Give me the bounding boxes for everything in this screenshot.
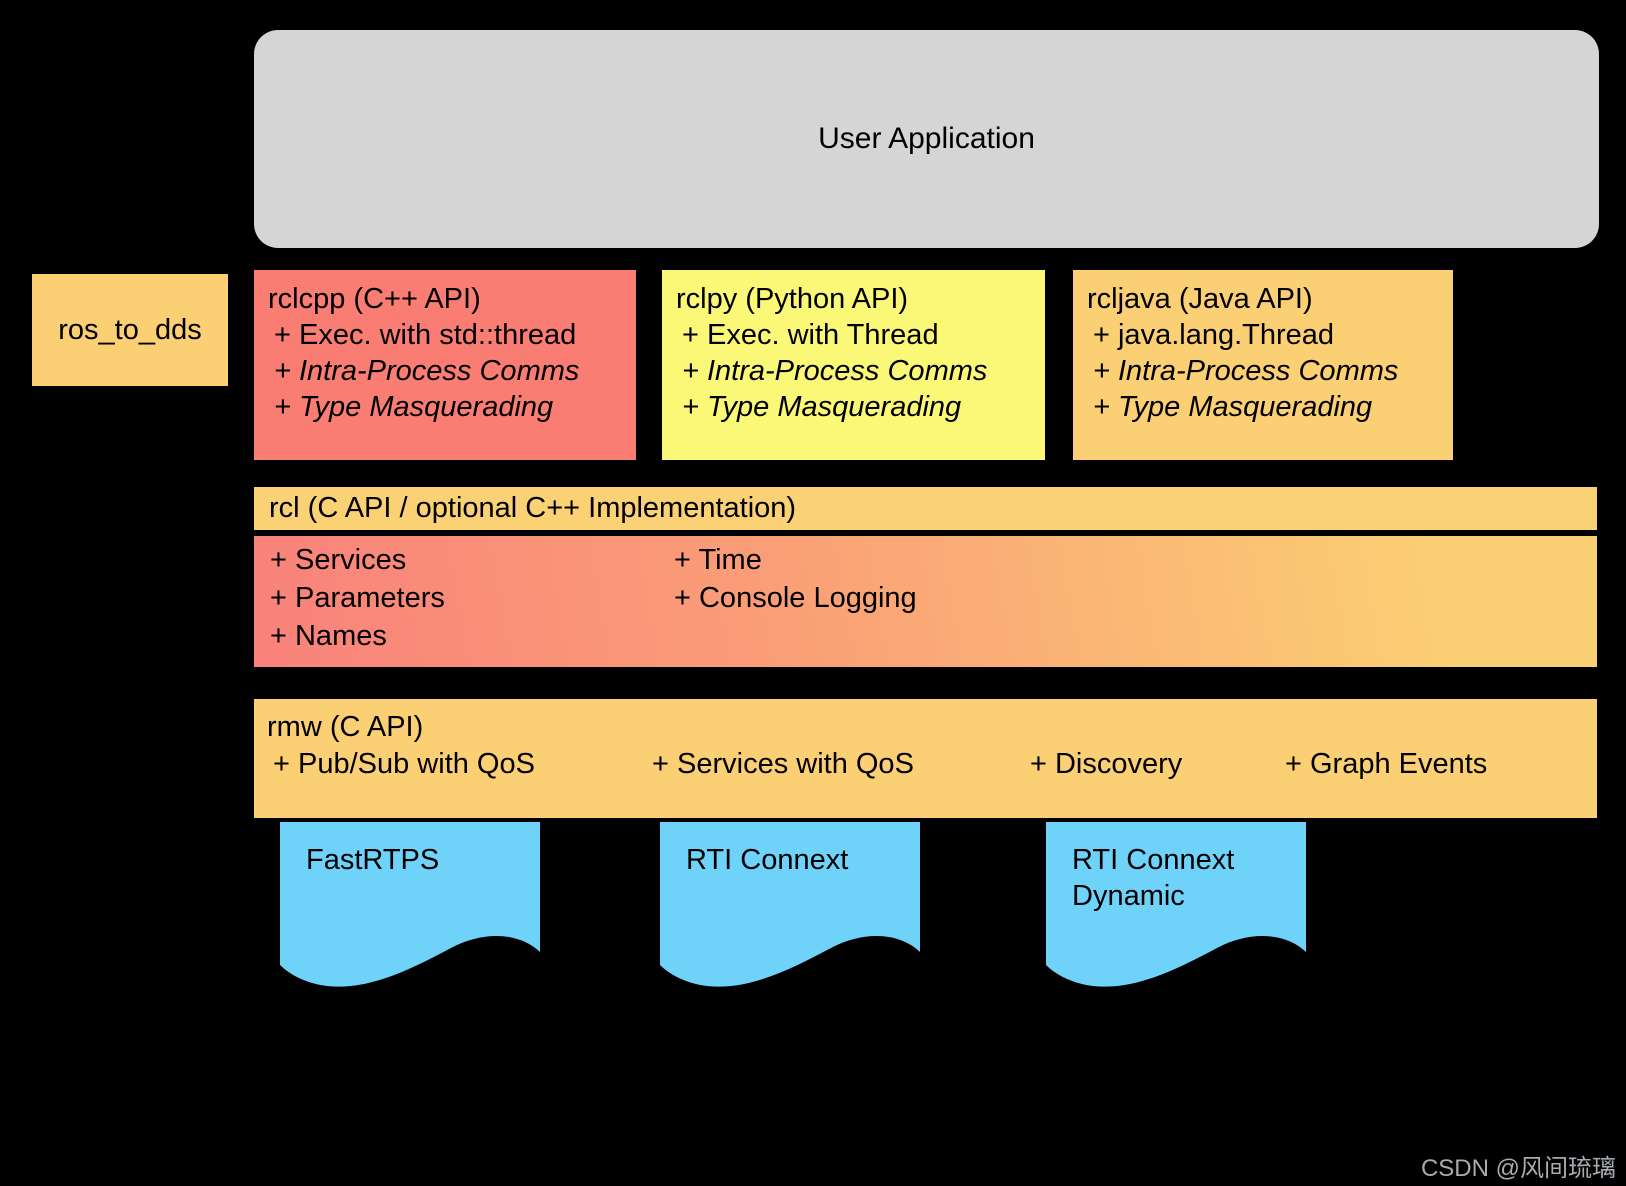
dds-label: FastRTPS bbox=[306, 844, 440, 876]
rclpy-item: + Intra-Process Comms bbox=[682, 355, 988, 387]
rclcpp-box: rclcpp (C++ API) + Exec. with std::threa… bbox=[254, 270, 636, 460]
rcl-item: + Parameters bbox=[270, 582, 445, 614]
rcl-header-bar: rcl (C API / optional C++ Implementation… bbox=[254, 487, 1597, 533]
rcl-item: + Console Logging bbox=[674, 582, 917, 614]
rmw-item: + Graph Events bbox=[1285, 748, 1488, 780]
rcljava-box: rcljava (Java API) + java.lang.Thread + … bbox=[1073, 270, 1453, 460]
rcl-item: + Services bbox=[270, 544, 407, 576]
rclcpp-item: + Intra-Process Comms bbox=[274, 355, 580, 387]
rmw-title: rmw (C API) bbox=[267, 711, 424, 743]
dds-label: RTI Connext Dynamic bbox=[1072, 844, 1235, 912]
rmw-item: + Pub/Sub with QoS bbox=[273, 748, 535, 780]
rmw-box: rmw (C API) + Pub/Sub with QoS + Service… bbox=[254, 699, 1597, 818]
rcljava-title: rcljava (Java API) bbox=[1087, 283, 1313, 315]
rclcpp-item: + Exec. with std::thread bbox=[274, 319, 577, 351]
dds-document-fastrtps: FastRTPS bbox=[280, 822, 540, 990]
rclcpp-title: rclcpp (C++ API) bbox=[268, 283, 481, 315]
rcljava-item: + Type Masquerading bbox=[1093, 391, 1373, 423]
dds-document-rti-connext-dynamic: RTI Connext Dynamic bbox=[1046, 822, 1306, 990]
rcl-item: + Time bbox=[674, 544, 762, 576]
user-application-label: User Application bbox=[818, 122, 1035, 155]
rclpy-box: rclpy (Python API) + Exec. with Thread +… bbox=[662, 270, 1045, 460]
user-application-box: User Application bbox=[254, 30, 1599, 248]
rcl-item: + Names bbox=[270, 620, 387, 652]
rmw-item: + Services with QoS bbox=[652, 748, 914, 780]
csdn-watermark: CSDN @风间琉璃 bbox=[1420, 1155, 1616, 1182]
rclpy-title: rclpy (Python API) bbox=[676, 283, 909, 315]
rcljava-item: + Intra-Process Comms bbox=[1093, 355, 1399, 387]
document-shape-icon bbox=[660, 822, 920, 987]
document-shape-icon bbox=[280, 822, 540, 987]
rclcpp-item: + Type Masquerading bbox=[274, 391, 554, 423]
rcl-title: rcl (C API / optional C++ Implementation… bbox=[269, 492, 797, 524]
dds-label: RTI Connext bbox=[686, 844, 849, 876]
rcl-body: + Services + Parameters + Names + Time +… bbox=[254, 536, 1597, 667]
rclpy-item: + Exec. with Thread bbox=[682, 319, 939, 351]
document-shape-icon bbox=[1046, 822, 1306, 987]
rcl-feature-column: + Time + Console Logging bbox=[674, 541, 917, 617]
rmw-item: + Discovery bbox=[1030, 748, 1183, 780]
dds-document-rti-connext: RTI Connext bbox=[660, 822, 920, 990]
ros-to-dds-box: ros_to_dds bbox=[32, 274, 228, 386]
rcljava-item: + java.lang.Thread bbox=[1093, 319, 1335, 351]
ros-to-dds-label: ros_to_dds bbox=[58, 313, 202, 346]
rclpy-item: + Type Masquerading bbox=[682, 391, 962, 423]
rcl-feature-column: + Services + Parameters + Names bbox=[270, 541, 445, 655]
